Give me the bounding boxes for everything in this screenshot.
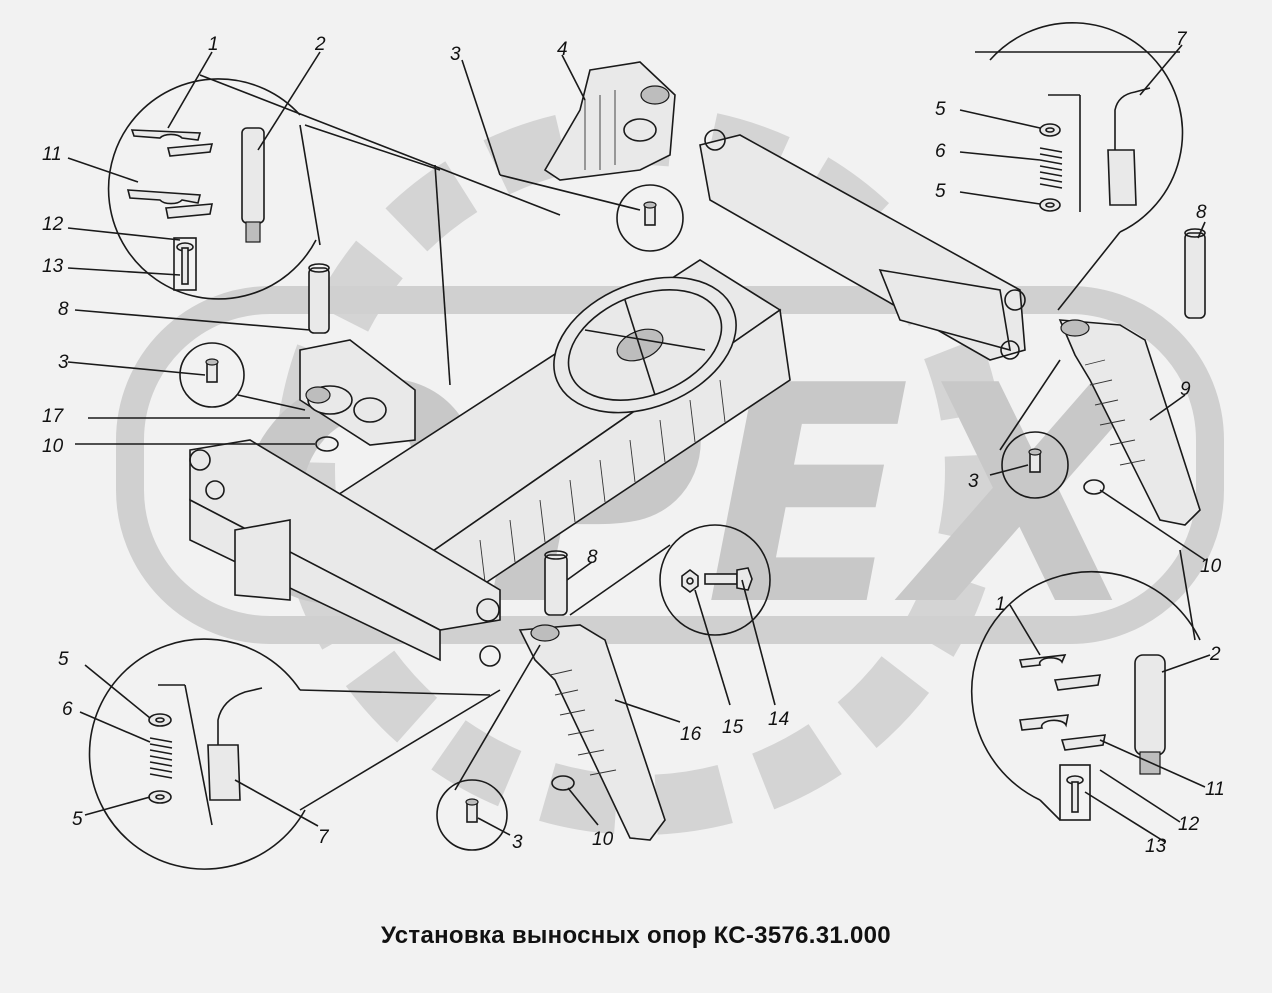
bracket-4 [543, 61, 676, 181]
outrigger-beam-16 [518, 624, 666, 841]
callout-15: 15 [722, 717, 744, 738]
detail-circle-bolt-bottom [436, 779, 508, 851]
callout-17: 17 [42, 406, 65, 427]
callout-14: 14 [768, 709, 789, 730]
detail-circle-bolt-left [179, 342, 245, 408]
callout-13: 13 [1145, 836, 1167, 857]
drawing-caption: Установка выносных опор КС-3576.31.000 [381, 922, 891, 949]
leader-line [999, 359, 1061, 451]
detail-circle-bolt-right [1001, 431, 1069, 499]
outrigger-beam-9 [1058, 319, 1201, 526]
callout-2: 2 [314, 34, 326, 55]
main-frame [189, 129, 1026, 667]
callout-9: 9 [1180, 379, 1191, 400]
detail-circle-top-left [107, 74, 561, 300]
callout-11: 11 [1205, 779, 1225, 800]
washer-10-bottom [551, 775, 575, 791]
callout-13: 13 [42, 256, 64, 277]
callout-12: 12 [1178, 814, 1200, 835]
leader-line [454, 644, 541, 791]
callout-1: 1 [995, 594, 1006, 615]
callout-10: 10 [42, 436, 64, 457]
pin-8-front [308, 263, 330, 334]
callout-16: 16 [680, 724, 702, 745]
callout-2: 2 [1209, 644, 1221, 665]
leader-line [237, 394, 306, 411]
leader-line [569, 544, 671, 616]
callout-4: 4 [557, 39, 568, 60]
leader-line [461, 59, 501, 176]
callout-5: 5 [935, 181, 946, 202]
callout-3: 3 [450, 44, 461, 65]
callout-3: 3 [968, 471, 979, 492]
callout-6: 6 [62, 699, 73, 720]
callout-labels: 1 2 3 4 11 12 13 8 3 17 10 5 6 5 7 8 9 3… [42, 29, 1225, 857]
callout-7: 7 [1176, 29, 1188, 50]
pin-8-right [1184, 228, 1206, 319]
callout-8: 8 [1196, 202, 1207, 223]
washer-10-right [1083, 479, 1105, 495]
callout-10: 10 [592, 829, 614, 850]
callout-5: 5 [58, 649, 69, 670]
pin-8-bottom [544, 550, 568, 616]
callout-5: 5 [72, 809, 83, 830]
detail-circle-bottom-right [970, 549, 1201, 821]
callout-8: 8 [58, 299, 69, 320]
callout-5: 5 [935, 99, 946, 120]
leader-lines [67, 44, 1211, 843]
callout-6: 6 [935, 141, 946, 162]
washer-10-left [315, 436, 339, 452]
callout-10: 10 [1200, 556, 1222, 577]
callout-7: 7 [318, 827, 330, 848]
callout-8: 8 [587, 547, 598, 568]
callout-12: 12 [42, 214, 64, 235]
detail-circle-bolt-nut [659, 524, 771, 636]
leader-line [499, 174, 641, 211]
detail-circle-top-right [975, 22, 1184, 311]
detail-circle-bottom-left [88, 638, 501, 870]
callout-11: 11 [42, 144, 62, 165]
leader-line [434, 164, 451, 386]
callout-3: 3 [512, 832, 523, 853]
detail-circle-bolt-top [616, 184, 684, 252]
callout-1: 1 [208, 34, 219, 55]
callout-3: 3 [58, 352, 69, 373]
